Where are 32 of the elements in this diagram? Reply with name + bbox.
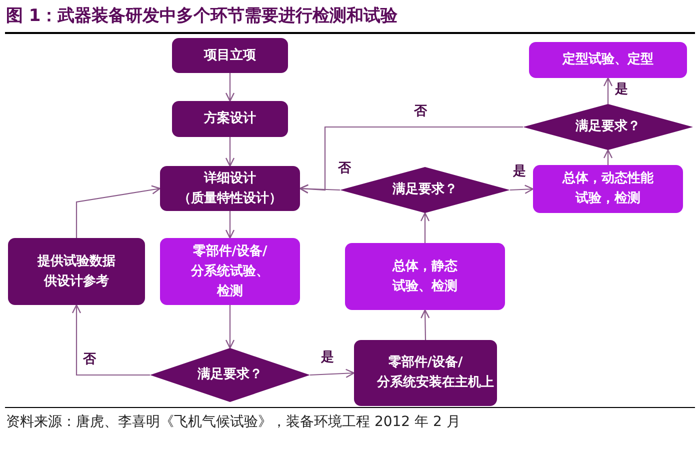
arrow [603, 149, 613, 165]
edge-label: 是 [614, 82, 629, 97]
process-box: 零部件/设备/分系统安装在主机上 [354, 340, 497, 406]
title-text: 图 1：武器装备研发中多个环节需要进行检测和试验 [6, 5, 398, 27]
arrow [225, 137, 235, 167]
process-box: 总体，静态试验、检测 [345, 243, 505, 310]
arrow [420, 212, 430, 243]
process-box: 项目立项 [172, 38, 288, 73]
arrow [299, 126, 523, 194]
arrow [603, 77, 613, 104]
arrow [225, 73, 235, 102]
arrow [225, 305, 235, 349]
decision-diamond: 满足要求？ [523, 104, 693, 150]
edge-label: 否 [82, 352, 97, 367]
process-box: 总体，动态性能试验，检测 [533, 165, 683, 213]
arrow [420, 309, 430, 340]
process-box: 定型试验、定型 [529, 42, 687, 78]
arrow [510, 184, 534, 194]
caption-text: 资料来源：唐虎、李喜明《飞机气候试验》，装备环境工程 2012 年 2 月 [6, 413, 462, 432]
edge-label: 否 [413, 104, 428, 119]
process-box: 提供试验数据供设计参考 [8, 238, 145, 305]
process-box: 方案设计 [172, 101, 288, 137]
edge-label: 是 [320, 350, 335, 365]
process-box: 零部件/设备/分系统试验、检测 [160, 238, 300, 305]
edge-label: 是 [512, 164, 527, 179]
arrow [72, 304, 150, 376]
arrow [225, 211, 235, 239]
process-box: 详细设计（质量特性设计） [160, 166, 300, 211]
decision-diamond: 满足要求？ [150, 348, 310, 402]
edge-label: 否 [337, 161, 352, 176]
arrow [310, 368, 355, 378]
arrow [76, 185, 161, 238]
